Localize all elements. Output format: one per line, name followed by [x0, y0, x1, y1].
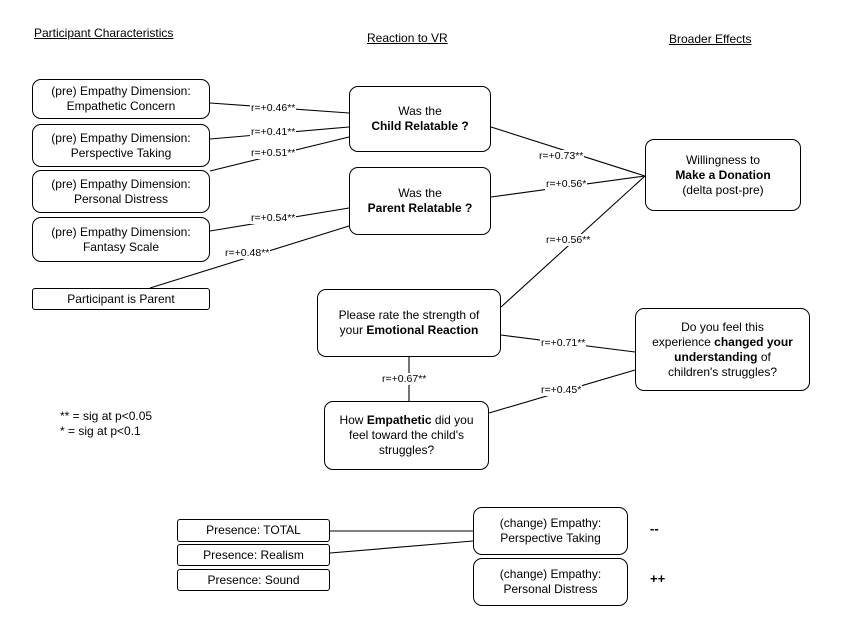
- corr-parent-donation: r=+0.56*: [545, 178, 588, 190]
- corr-empathetic-understanding: r=+0.45*: [540, 384, 583, 396]
- box-line: Was the: [398, 104, 442, 118]
- box-pre-personal-distress: (pre) Empathy Dimension: Personal Distre…: [32, 170, 210, 213]
- header-participant-characteristics: Participant Characteristics: [34, 26, 174, 40]
- text-segment: experience: [652, 334, 715, 349]
- box-line: struggles?: [378, 443, 435, 457]
- box-pre-empathic-concern: (pre) Empathy Dimension: Empathetic Conc…: [32, 79, 210, 119]
- box-line: Do you feel this: [681, 319, 764, 334]
- box-line: Perspective Taking: [500, 531, 601, 545]
- box-line: (change) Empathy:: [499, 516, 602, 530]
- box-line: Please rate the strength of: [338, 308, 480, 322]
- box-line: (pre) Empathy Dimension:: [51, 176, 191, 191]
- text-segment-bold: changed your: [714, 334, 793, 349]
- corr-emotional-donation: r=+0.56**: [545, 234, 592, 246]
- box-participant-is-parent: Participant is Parent: [32, 288, 210, 310]
- corr-emotional-empathetic: r=+0.67**: [381, 373, 428, 385]
- box-line: (pre) Empathy Dimension:: [51, 130, 191, 145]
- box-line: Personal Distress: [503, 582, 598, 596]
- box-line: Willingness to: [685, 152, 761, 167]
- box-line-bold: Child Relatable ?: [371, 119, 469, 133]
- box-line: (change) Empathy:: [499, 567, 602, 581]
- box-line: Empathetic Concern: [66, 99, 176, 113]
- box-line: How Empathetic did you: [339, 413, 473, 428]
- text-segment-bold: Empathetic: [366, 413, 432, 427]
- box-line: understanding of: [674, 350, 771, 365]
- box-presence-sound: Presence: Sound: [177, 569, 330, 591]
- box-line-bold: Make a Donation: [675, 167, 771, 182]
- box-line: Fantasy Scale: [82, 239, 160, 254]
- box-line-bold: Parent Relatable ?: [367, 201, 473, 215]
- text-segment-bold: Emotional Reaction: [366, 323, 479, 337]
- box-line: Presence: TOTAL: [206, 523, 301, 537]
- header-reaction-to-vr: Reaction to VR: [367, 31, 448, 45]
- box-parent-relatable: Was the Parent Relatable ?: [349, 167, 491, 235]
- box-change-perspective-taking: (change) Empathy: Perspective Taking: [473, 507, 628, 555]
- box-pre-fantasy-scale: (pre) Empathy Dimension: Fantasy Scale: [32, 217, 210, 262]
- header-broader-effects: Broader Effects: [669, 32, 752, 46]
- box-line: (pre) Empathy Dimension:: [51, 84, 191, 98]
- text-segment: did you: [431, 413, 474, 427]
- box-changed-understanding: Do you feel this experience changed your…: [635, 308, 810, 391]
- corr-pt-child: r=+0.41**: [250, 126, 297, 138]
- box-line: your Emotional Reaction: [340, 323, 479, 338]
- text-segment: How: [339, 413, 367, 427]
- corr-isparent-parent: r=+0.48**: [224, 247, 271, 259]
- legend-sig-005: ** = sig at p<0.05: [60, 409, 153, 423]
- box-make-donation: Willingness to Make a Donation (delta po…: [645, 139, 801, 211]
- box-emotional-reaction: Please rate the strength of your Emotion…: [317, 289, 501, 357]
- box-line: (pre) Empathy Dimension:: [51, 224, 191, 239]
- corr-ec-child: r=+0.46**: [250, 102, 297, 114]
- line-realism-perspective: [329, 540, 474, 554]
- box-line: (delta post-pre): [682, 182, 764, 197]
- corr-emotional-understanding: r=+0.71**: [540, 337, 587, 349]
- box-presence-total: Presence: TOTAL: [177, 519, 330, 542]
- box-line: Presence: Realism: [203, 547, 304, 562]
- text-segment: your: [339, 323, 367, 337]
- text-segment: of: [757, 349, 771, 364]
- corr-child-donation: r=+0.73**: [538, 150, 585, 162]
- box-child-relatable: Was the Child Relatable ?: [349, 86, 491, 152]
- legend-sig-01: * = sig at p<0.1: [60, 424, 141, 438]
- box-pre-perspective-taking: (pre) Empathy Dimension: Perspective Tak…: [32, 124, 210, 167]
- box-empathetic-toward-child: How Empathetic did you feel toward the c…: [324, 401, 489, 470]
- corr-pd-child: r=+0.51**: [250, 147, 297, 159]
- box-change-personal-distress: (change) Empathy: Personal Distress: [473, 558, 628, 606]
- box-line: Was the: [398, 186, 442, 200]
- box-presence-realism: Presence: Realism: [177, 544, 330, 566]
- box-line: Participant is Parent: [67, 291, 175, 306]
- box-line: children's struggles?: [667, 364, 777, 379]
- sign-positive: ++: [650, 571, 666, 586]
- box-line: Personal Distress: [73, 191, 169, 206]
- box-line: Presence: Sound: [207, 572, 300, 587]
- corr-fs-parent: r=+0.54**: [250, 212, 297, 224]
- box-line: Perspective Taking: [70, 145, 172, 160]
- box-line: feel toward the child's: [348, 428, 465, 442]
- sign-negative: --: [650, 521, 659, 536]
- text-segment-bold: understanding: [674, 349, 758, 364]
- box-line: experience changed your: [652, 335, 793, 350]
